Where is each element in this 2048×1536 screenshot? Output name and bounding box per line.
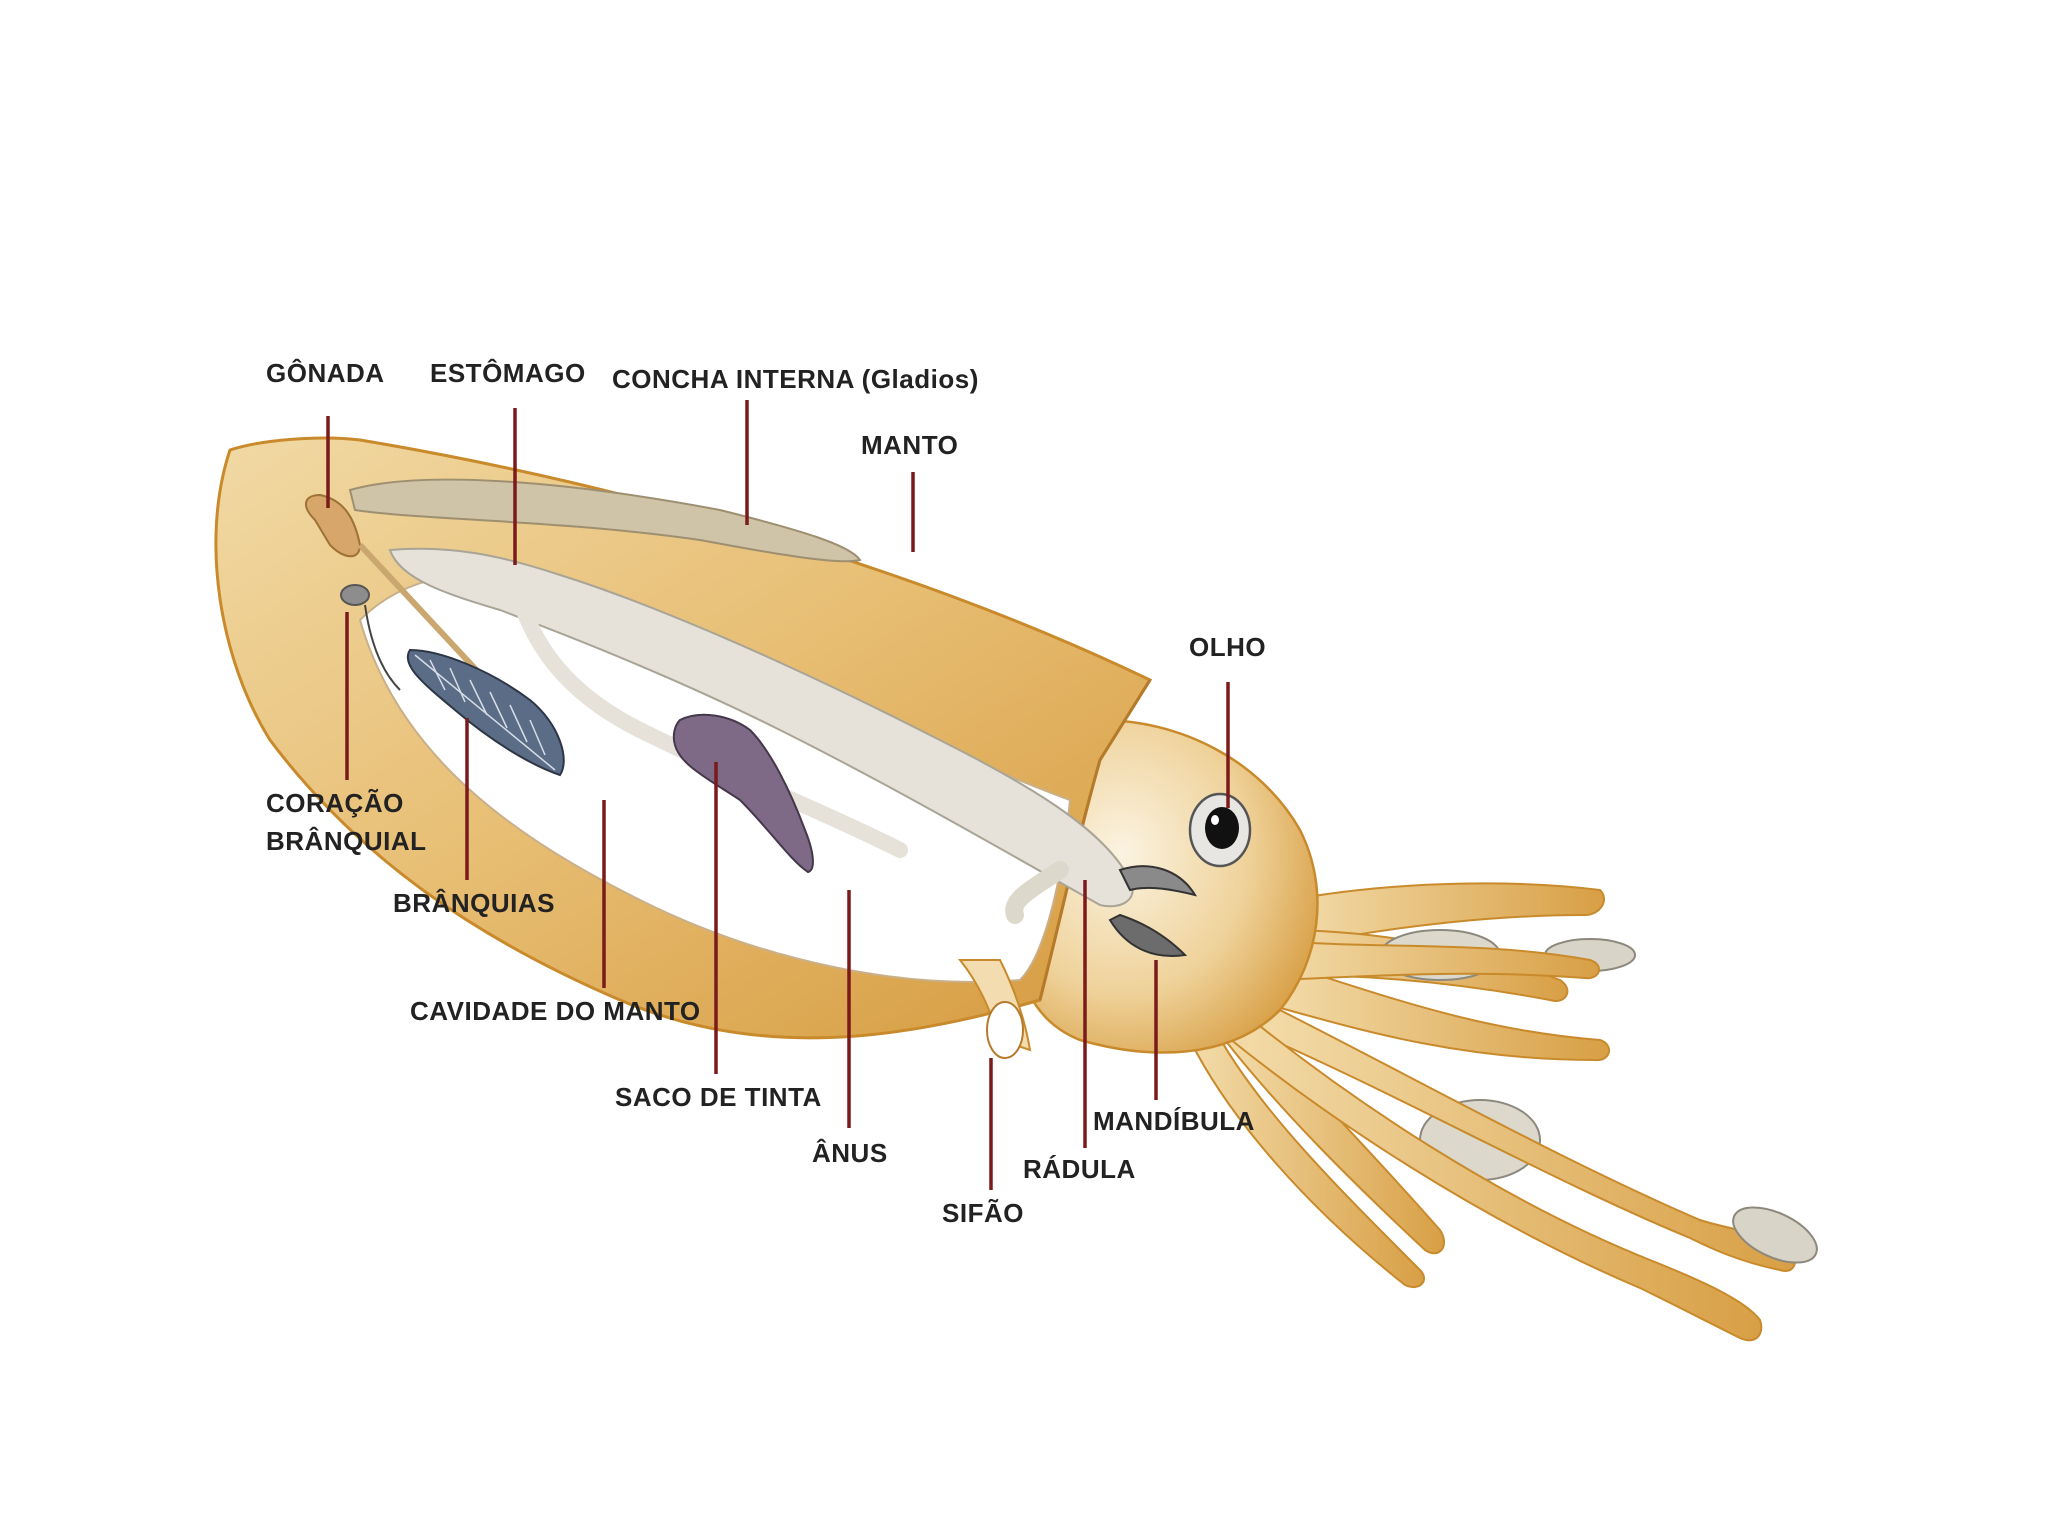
label-coracao-line1: CORAÇÃO (266, 788, 404, 818)
label-anus: ÂNUS (812, 1138, 888, 1168)
label-radula: RÁDULA (1023, 1154, 1136, 1184)
label-sifao: SIFÃO (942, 1198, 1024, 1228)
label-cavidade: CAVIDADE DO MANTO (410, 996, 701, 1026)
eye-highlight (1211, 815, 1219, 825)
label-olho: OLHO (1189, 632, 1266, 662)
arm-5 (1270, 940, 1599, 980)
branchial-heart (341, 585, 369, 605)
label-estomago: ESTÔMAGO (430, 358, 586, 388)
label-mandibula: MANDÍBULA (1093, 1106, 1255, 1136)
siphon-opening (987, 1002, 1023, 1058)
label-coracao-line2: BRÂNQUIAL (266, 826, 427, 856)
label-branquias: BRÂNQUIAS (393, 888, 555, 918)
label-concha: CONCHA INTERNA (Gladios) (612, 364, 979, 394)
label-manto: MANTO (861, 430, 958, 460)
eye-pupil (1205, 807, 1239, 849)
label-saco: SACO DE TINTA (615, 1082, 822, 1112)
label-gonada: GÔNADA (266, 358, 385, 388)
